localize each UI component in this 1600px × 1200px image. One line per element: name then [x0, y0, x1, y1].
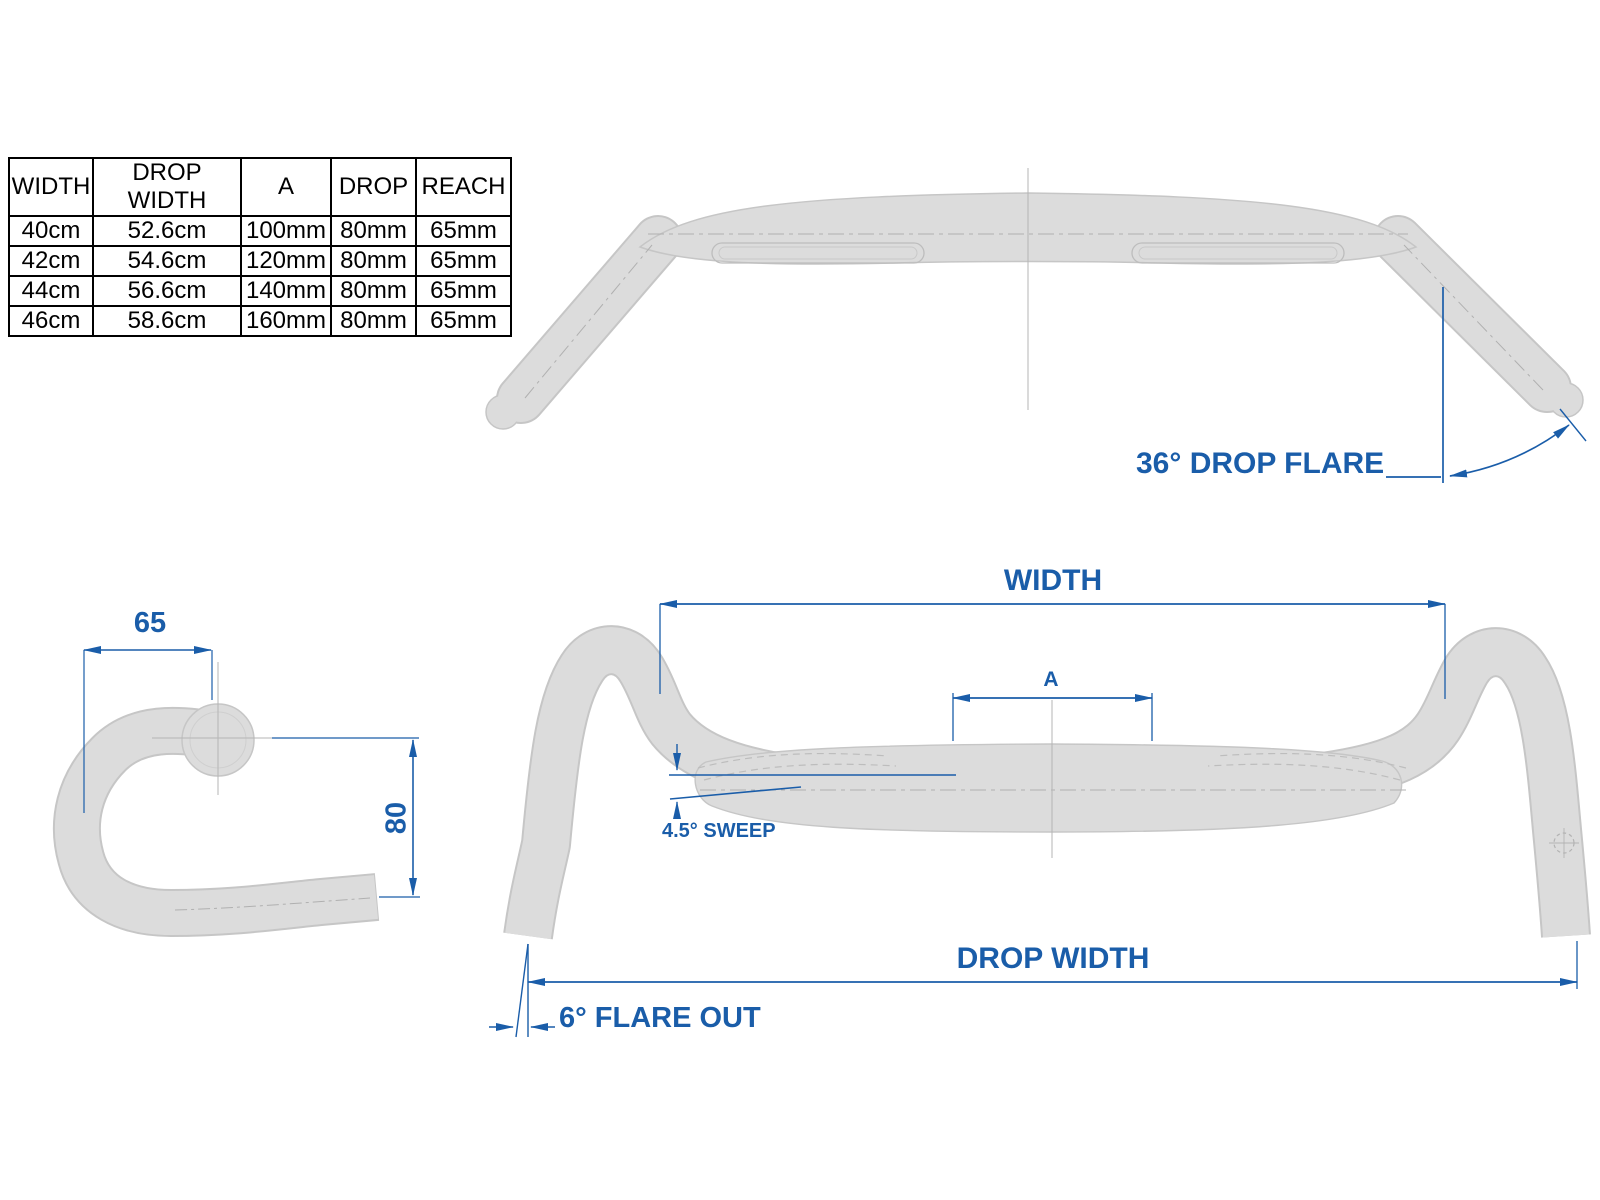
table-row: 46cm 58.6cm 160mm 80mm 65mm — [8, 305, 512, 337]
reach-value-label: 65 — [133, 607, 167, 639]
drop-flare-angle-arc — [1449, 424, 1570, 478]
table-cell: 65mm — [415, 275, 512, 307]
top-view-right-cable-slot-inner — [1138, 246, 1338, 260]
table-cell: 120mm — [240, 245, 332, 277]
top-view-right-drop — [1375, 217, 1570, 411]
top-view-right-cable-slot — [1131, 242, 1345, 264]
table-row: 42cm 54.6cm 120mm 80mm 65mm — [8, 245, 512, 277]
table-cell: 65mm — [415, 305, 512, 337]
table-cell: 140mm — [240, 275, 332, 307]
table-cell: 40cm — [8, 215, 94, 247]
table-header-drop-width: DROP WIDTH — [92, 157, 242, 217]
table-header-width: WIDTH — [8, 157, 94, 217]
table-header-a: A — [240, 157, 332, 217]
sweep-label: 4.5° SWEEP — [662, 820, 776, 842]
top-view-left-drop — [498, 217, 681, 422]
spec-table: WIDTH DROP WIDTH A DROP REACH 40cm 52.6c… — [8, 157, 512, 337]
table-header-reach: REACH — [415, 157, 512, 217]
table-cell: 54.6cm — [92, 245, 242, 277]
a-label: A — [1043, 668, 1059, 691]
reach-dimension — [83, 646, 213, 813]
table-row: 40cm 52.6cm 100mm 80mm 65mm — [8, 215, 512, 247]
top-view-right-drop-centerline — [1403, 244, 1544, 391]
table-row: 44cm 56.6cm 140mm 80mm 65mm — [8, 275, 512, 307]
sweep-angled-line — [669, 786, 802, 800]
table-cell: 160mm — [240, 305, 332, 337]
a-dimension — [952, 693, 1153, 741]
side-view-handlebar — [52, 662, 380, 937]
top-view-left-drop-centerline — [524, 244, 653, 399]
table-cell: 56.6cm — [92, 275, 242, 307]
table-cell: 65mm — [415, 215, 512, 247]
drop-value-label: 80 — [380, 801, 413, 835]
drop-dimension — [272, 737, 420, 898]
drop-flare-label: 36° DROP FLARE — [1136, 447, 1385, 480]
flare-out-label: 6° FLARE OUT — [559, 1002, 761, 1034]
front-view-handlebar — [503, 625, 1591, 940]
table-cell: 65mm — [415, 245, 512, 277]
front-view-right-groove-hidden-line-2 — [1207, 763, 1401, 781]
drop-width-label: DROP WIDTH — [956, 942, 1150, 975]
table-cell: 46cm — [8, 305, 94, 337]
table-cell: 100mm — [240, 215, 332, 247]
table-cell: 80mm — [330, 305, 417, 337]
table-cell: 80mm — [330, 275, 417, 307]
width-label: WIDTH — [1003, 564, 1103, 597]
drop-width-dimension — [527, 941, 1578, 989]
table-cell: 52.6cm — [92, 215, 242, 247]
top-view-handlebar — [485, 168, 1584, 430]
front-view-center-section — [694, 743, 1403, 833]
flare-out-angled-line — [515, 943, 529, 1038]
front-view-left-groove-hidden-line-2 — [703, 763, 897, 781]
flare-out-annotation — [489, 943, 555, 1038]
width-dimension — [659, 600, 1446, 699]
table-cell: 44cm — [8, 275, 94, 307]
top-view-left-cable-slot-inner — [718, 246, 918, 260]
side-view-lower-centerline — [174, 897, 371, 911]
sweep-annotation — [669, 744, 956, 819]
spec-table-header-row: WIDTH DROP WIDTH A DROP REACH — [8, 157, 512, 217]
table-header-drop: DROP — [330, 157, 417, 217]
side-view-tube — [54, 708, 378, 935]
table-cell: 80mm — [330, 215, 417, 247]
top-view-left-cable-slot — [711, 242, 925, 264]
drop-flare-annotation — [1386, 287, 1587, 483]
table-cell: 80mm — [330, 245, 417, 277]
drop-flare-reference-tick — [1559, 408, 1587, 442]
table-cell: 58.6cm — [92, 305, 242, 337]
table-cell: 42cm — [8, 245, 94, 277]
